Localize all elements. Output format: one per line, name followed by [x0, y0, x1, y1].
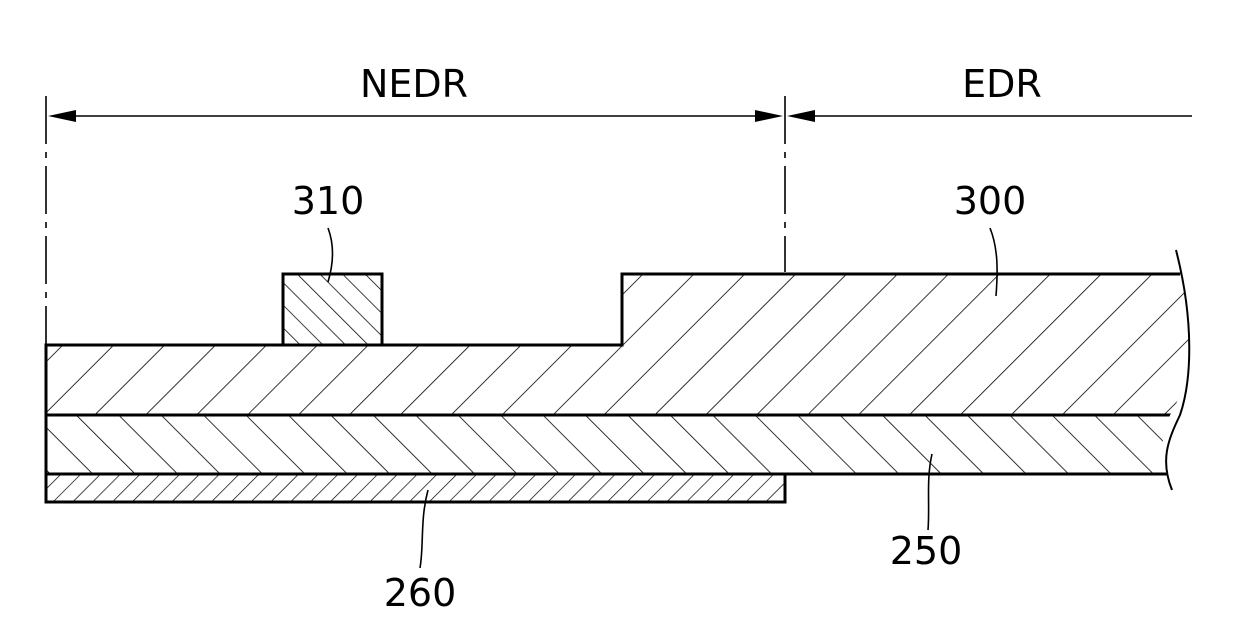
nedr-dimension-arrow: [48, 110, 783, 122]
label-250: 250: [890, 529, 963, 573]
bump-310: [283, 274, 382, 345]
layer-250: [46, 415, 1200, 474]
label-260: 260: [384, 571, 457, 615]
label-310: 310: [292, 179, 365, 223]
edr-region-label: EDR: [962, 62, 1042, 106]
edr-dimension-arrow: [787, 110, 1192, 122]
layer-300: [46, 274, 1200, 415]
label-300: 300: [954, 179, 1027, 223]
layer-260: [46, 474, 785, 502]
nedr-region-label: NEDR: [360, 62, 468, 106]
